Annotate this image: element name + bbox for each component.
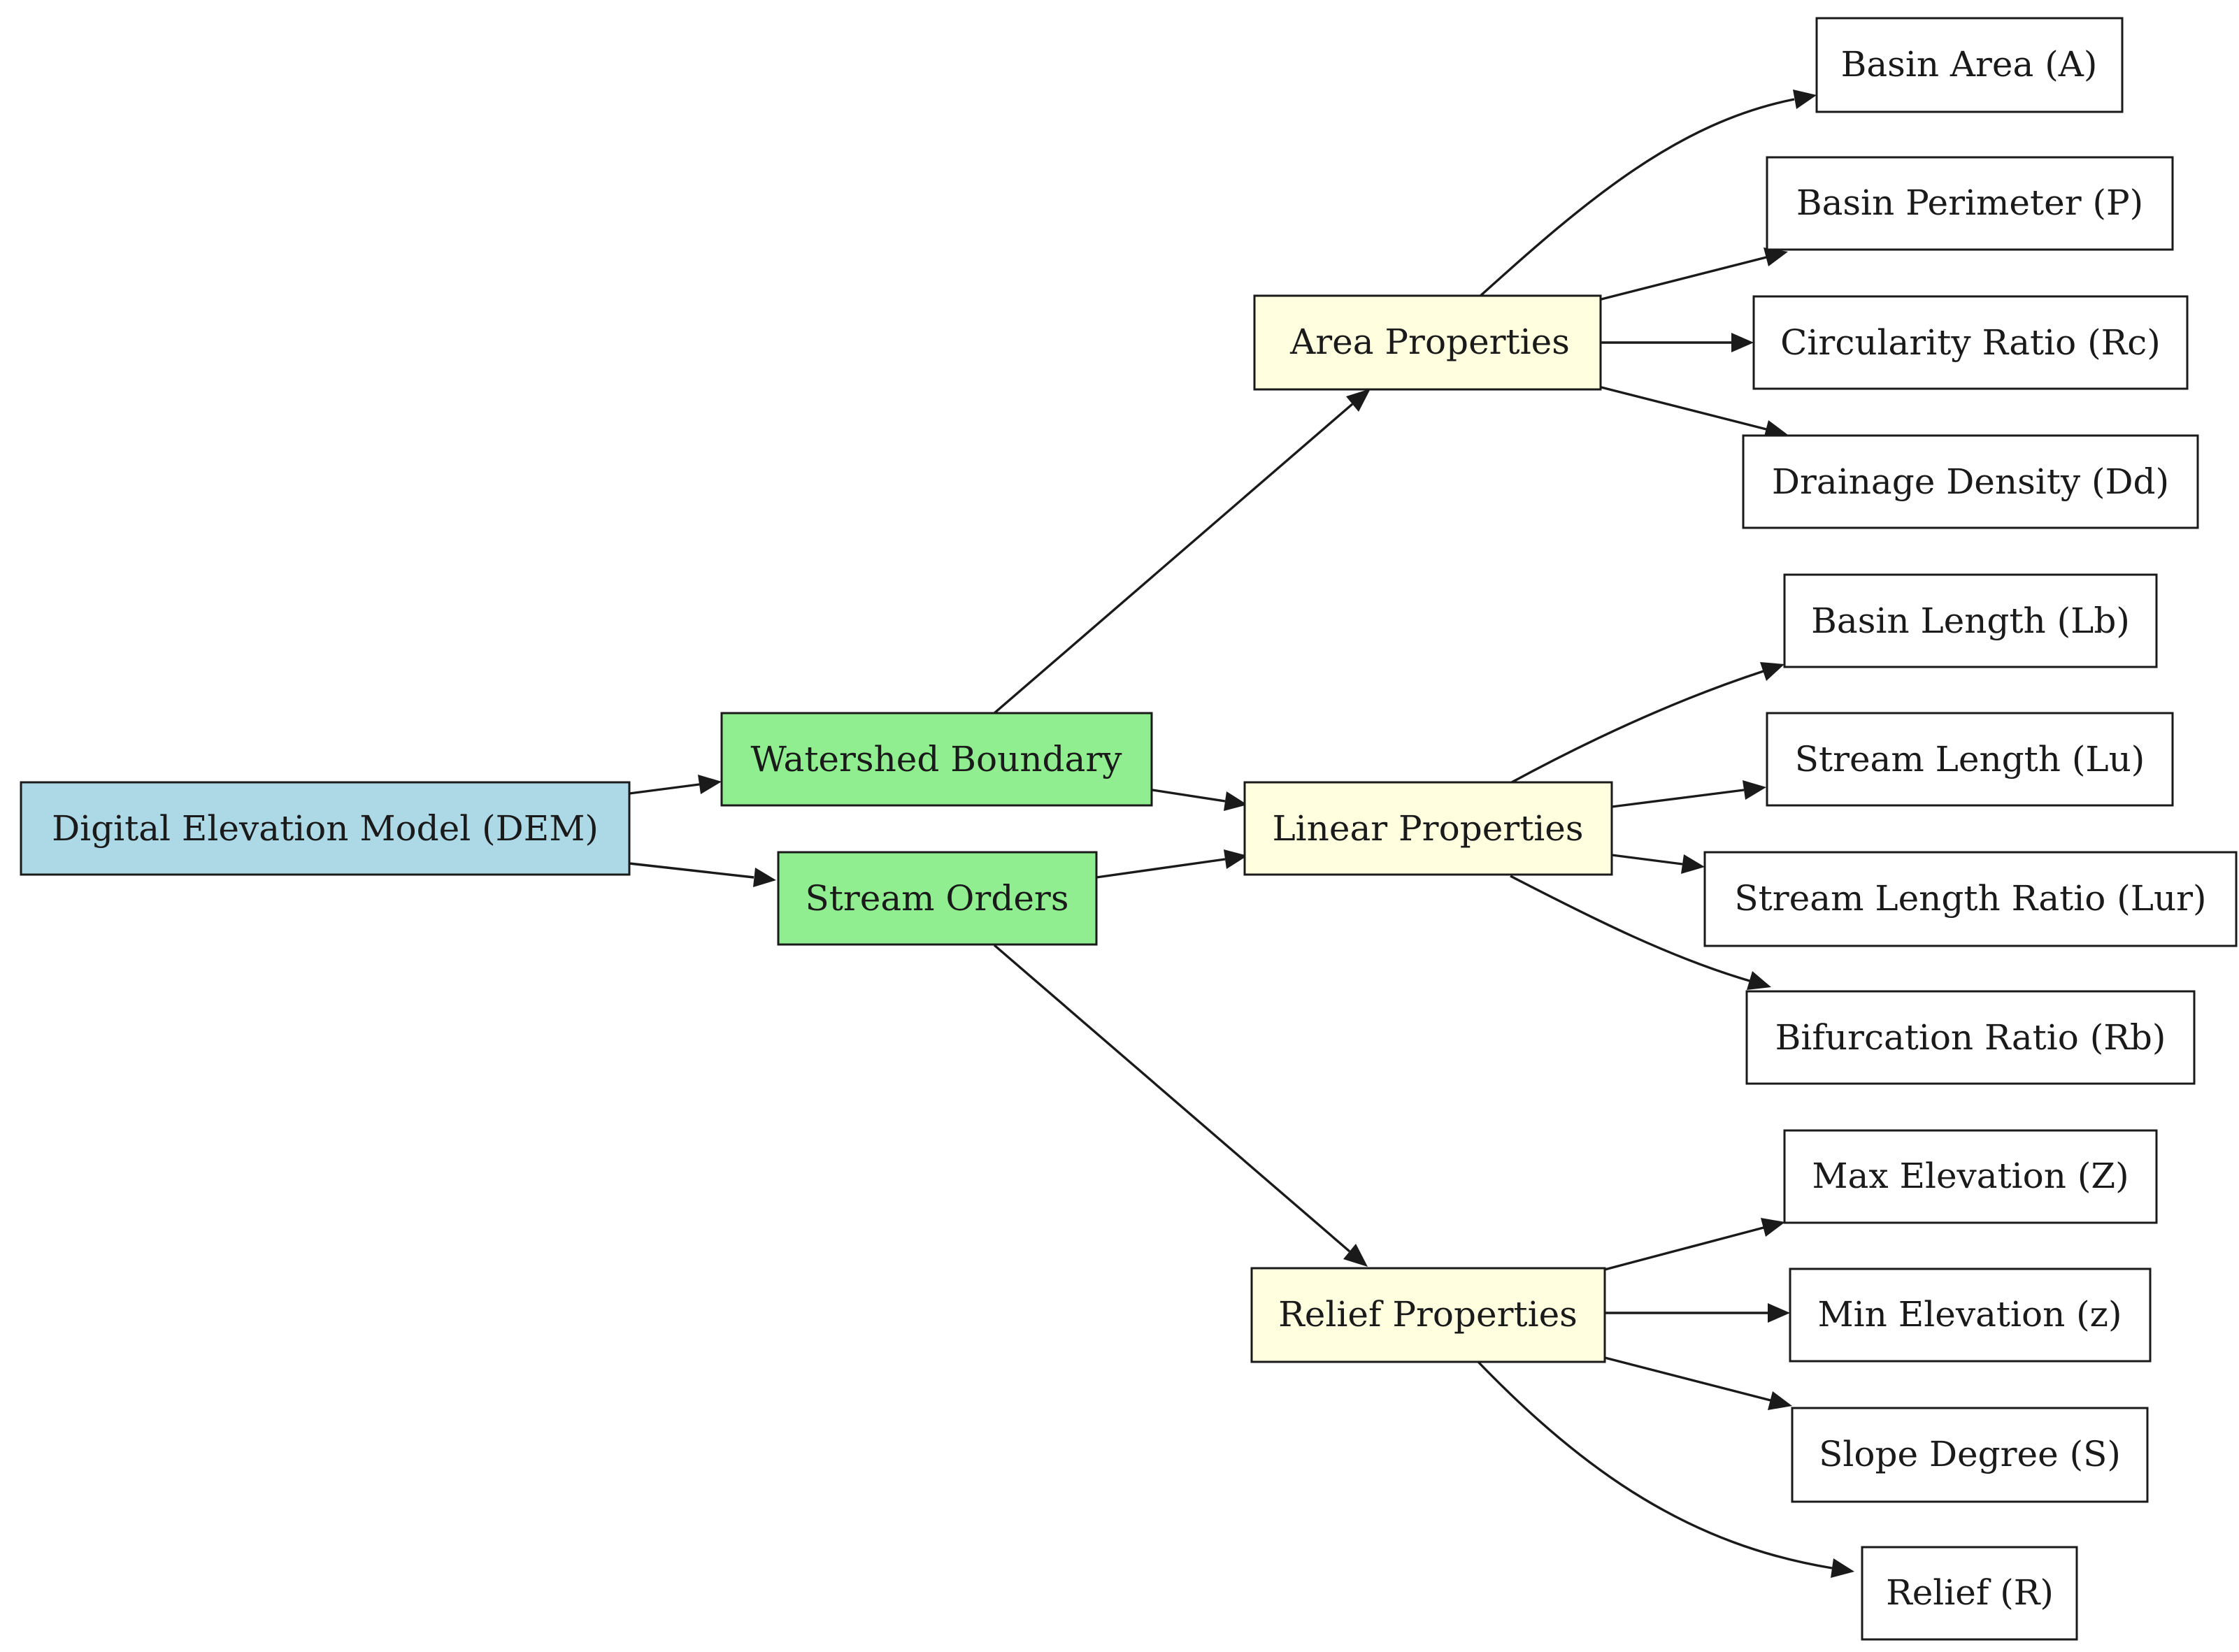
node-relief-properties-box [1250, 1267, 1606, 1363]
node-min-elevation-box [1789, 1267, 2152, 1363]
node-area-properties: Area Properties [1253, 294, 1602, 391]
node-stream-orders-label: Stream Orders [805, 878, 1068, 919]
edge-watershed-linear [1152, 789, 1247, 811]
node-drainage-density: Drainage Density (Dd) [1742, 434, 2199, 529]
node-area-properties-box [1253, 294, 1602, 391]
node-basin-length-label: Basin Length (Lb) [1811, 601, 2130, 641]
edge-linear-stream-length-ratio [1611, 854, 1705, 874]
node-basin-perimeter-label: Basin Perimeter (P) [1796, 182, 2143, 223]
node-stream-length: Stream Length (Lu) [1766, 712, 2174, 807]
node-max-elevation-box [1783, 1129, 2158, 1224]
edge-stream-orders-relief [993, 944, 1368, 1267]
edge-area-basin-perimeter [1601, 247, 1788, 301]
edge-stream-orders-linear [1096, 849, 1247, 879]
node-slope-degree-label: Slope Degree (S) [1819, 1434, 2121, 1474]
node-linear-properties-box [1243, 781, 1613, 876]
edge-linear-bifurcation-ratio [1510, 875, 1771, 990]
nodes: Digital Elevation Model (DEM) Watershed … [20, 17, 2238, 1641]
node-stream-length-ratio: Stream Length Ratio (Lur) [1703, 851, 2238, 947]
node-basin-perimeter-box [1766, 156, 2174, 251]
node-min-elevation: Min Elevation (z) [1789, 1267, 2152, 1363]
node-basin-perimeter: Basin Perimeter (P) [1766, 156, 2174, 251]
node-stream-length-ratio-label: Stream Length Ratio (Lur) [1734, 878, 2206, 919]
node-linear-properties: Linear Properties [1243, 781, 1613, 876]
node-relief-properties: Relief Properties [1250, 1267, 1606, 1363]
edge-dem-stream-orders [629, 862, 776, 887]
node-watershed-boundary-label: Watershed Boundary [750, 739, 1122, 780]
node-stream-orders: Stream Orders [777, 851, 1098, 946]
node-drainage-density-label: Drainage Density (Dd) [1772, 461, 2169, 502]
node-drainage-density-box [1742, 434, 2199, 529]
node-linear-properties-label: Linear Properties [1272, 808, 1583, 849]
edge-linear-stream-length [1611, 780, 1766, 808]
node-slope-degree: Slope Degree (S) [1791, 1407, 2149, 1503]
node-basin-area-box [1815, 17, 2124, 113]
edge-area-basin-area [1478, 89, 1817, 299]
node-circularity-ratio-box [1752, 295, 2189, 390]
node-area-properties-label: Area Properties [1289, 322, 1570, 362]
node-relief-r-box [1861, 1546, 2078, 1641]
node-basin-length: Basin Length (Lb) [1783, 573, 2158, 668]
node-stream-length-ratio-box [1703, 851, 2238, 947]
edge-linear-basin-length [1510, 662, 1784, 784]
node-watershed-boundary: Watershed Boundary [720, 712, 1153, 807]
edge-relief-min-elevation [1605, 1303, 1790, 1323]
node-relief-r: Relief (R) [1861, 1546, 2078, 1641]
node-basin-area: Basin Area (A) [1815, 17, 2124, 113]
node-circularity-ratio-label: Circularity Ratio (Rc) [1780, 322, 2161, 363]
node-max-elevation: Max Elevation (Z) [1783, 1129, 2158, 1224]
node-dem-box [20, 781, 631, 876]
node-stream-length-label: Stream Length (Lu) [1795, 739, 2145, 780]
edge-watershed-area [993, 389, 1371, 714]
node-bifurcation-ratio-box [1745, 990, 2196, 1085]
edge-relief-relief-r [1475, 1359, 1854, 1578]
node-bifurcation-ratio: Bifurcation Ratio (Rb) [1745, 990, 2196, 1085]
node-watershed-boundary-box [720, 712, 1153, 807]
node-bifurcation-ratio-label: Bifurcation Ratio (Rb) [1775, 1017, 2166, 1058]
node-relief-r-label: Relief (R) [1886, 1572, 2054, 1613]
node-dem: Digital Elevation Model (DEM) [20, 781, 631, 876]
edge-relief-slope-degree [1604, 1356, 1792, 1410]
edge-area-circularity-ratio [1601, 333, 1754, 352]
node-basin-area-label: Basin Area (A) [1841, 44, 2098, 85]
node-circularity-ratio: Circularity Ratio (Rc) [1752, 295, 2189, 390]
node-basin-length-box [1783, 573, 2158, 668]
node-min-elevation-label: Min Elevation (z) [1817, 1294, 2122, 1335]
node-relief-properties-label: Relief Properties [1278, 1294, 1578, 1335]
edge-dem-watershed [629, 775, 722, 795]
node-stream-orders-box [777, 851, 1098, 946]
node-stream-length-box [1766, 712, 2174, 807]
node-slope-degree-box [1791, 1407, 2149, 1503]
edge-relief-max-elevation [1604, 1218, 1785, 1271]
node-max-elevation-label: Max Elevation (Z) [1812, 1156, 2129, 1196]
node-dem-label: Digital Elevation Model (DEM) [52, 808, 599, 849]
edges [629, 89, 1854, 1578]
edge-area-drainage-density [1601, 386, 1788, 439]
